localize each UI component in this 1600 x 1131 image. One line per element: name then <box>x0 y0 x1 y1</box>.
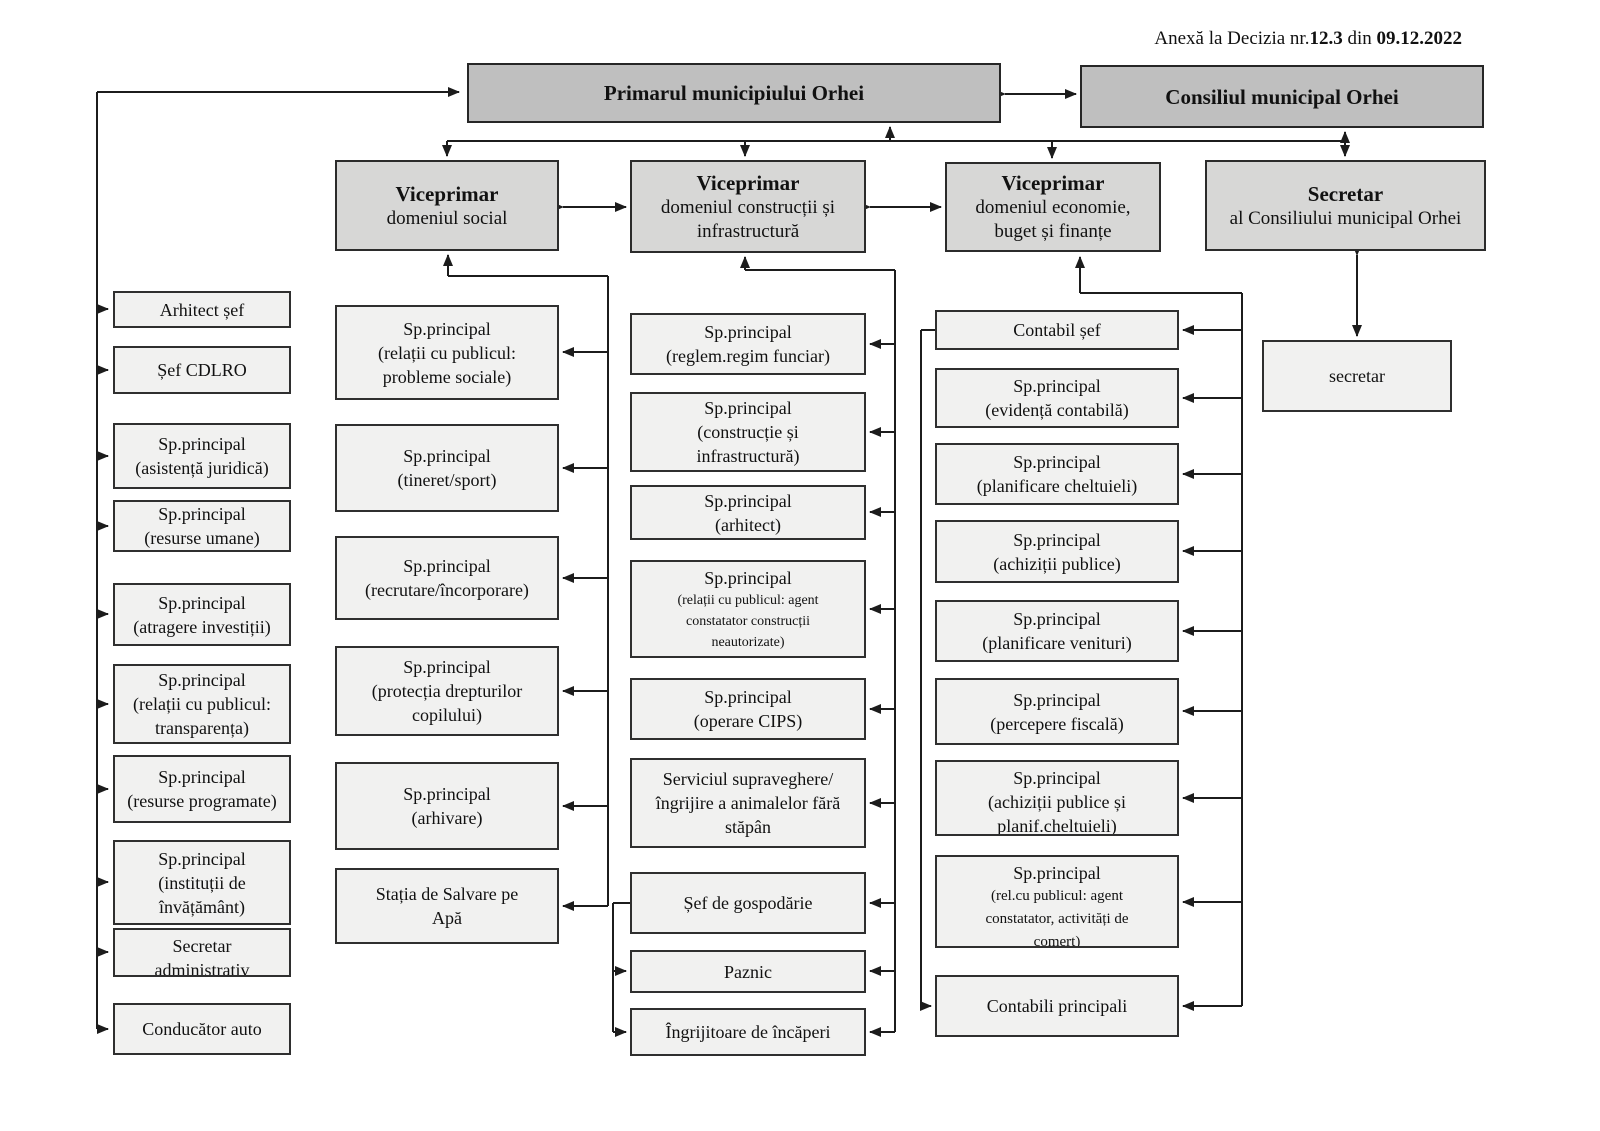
node-sp-constructie-infrastructura: Sp.principal (construcție și infrastruct… <box>630 392 866 472</box>
node-sp-recrutare-incorporare: Sp.principal (recrutare/încorporare) <box>335 536 559 620</box>
node-sp-agent-constatator-constructii: Sp.principal(relații cu publicul: agent … <box>630 560 866 658</box>
node-sp-operare-cips: Sp.principal (operare CIPS) <box>630 678 866 740</box>
node-sp-resurse-umane: Sp.principal (resurse umane) <box>113 500 291 552</box>
annotation: Anexă la Decizia nr.12.3 din 09.12.2022 <box>1154 28 1462 49</box>
node-conducator-auto: Conducător auto <box>113 1003 291 1055</box>
node-contabili-principali: Contabili principali <box>935 975 1179 1037</box>
node-sp-percepere-fiscala: Sp.principal (percepere fiscală) <box>935 678 1179 745</box>
node-secretar-consiliu: Secretar al Consiliului municipal Orhei <box>1205 160 1486 251</box>
node-sp-reglem-regim-funciar: Sp.principal (reglem.regim funciar) <box>630 313 866 375</box>
node-viceprimar-social: Viceprimar domeniul social <box>335 160 559 251</box>
node-sp-asistenta-juridica: Sp.principal (asistență juridică) <box>113 423 291 489</box>
node-sef-cdlro: Șef CDLRO <box>113 346 291 394</box>
node-sp-tineret-sport: Sp.principal (tineret/sport) <box>335 424 559 512</box>
node-statia-salvare-apa: Stația de Salvare pe Apă <box>335 868 559 944</box>
node-viceprimar-economie: Viceprimar domeniul economie, buget și f… <box>945 162 1161 252</box>
node-secretar-administrativ: Secretar administrativ <box>113 928 291 977</box>
node-serviciul-supraveghere-animale: Serviciul supraveghere/ îngrijire a anim… <box>630 758 866 848</box>
node-sp-relatii-publicul-probleme-sociale: Sp.principal (relații cu publicul: probl… <box>335 305 559 400</box>
node-arhitect-sef: Arhitect șef <box>113 291 291 328</box>
node-sp-planificare-venituri: Sp.principal (planificare venituri) <box>935 600 1179 662</box>
node-viceprimar-constructii: Viceprimar domeniul construcții și infra… <box>630 160 866 253</box>
node-sp-atragere-investitii: Sp.principal (atragere investiții) <box>113 583 291 646</box>
node-sp-relatii-publicul-transparenta: Sp.principal (relații cu publicul: trans… <box>113 664 291 744</box>
node-sp-resurse-programate: Sp.principal (resurse programate) <box>113 755 291 823</box>
node-secretar-lower: secretar <box>1262 340 1452 412</box>
node-primar: Primarul municipiului Orhei <box>467 63 1001 123</box>
node-sp-evidenta-contabila: Sp.principal (evidență contabilă) <box>935 368 1179 428</box>
node-contabil-sef: Contabil șef <box>935 310 1179 350</box>
node-paznic: Paznic <box>630 950 866 993</box>
node-sp-institutii-invatamant: Sp.principal (instituții de învățământ) <box>113 840 291 925</box>
node-ingrijitoare-incaperi: Îngrijitoare de încăperi <box>630 1008 866 1056</box>
node-sp-planificare-cheltuieli: Sp.principal (planificare cheltuieli) <box>935 443 1179 505</box>
node-sp-agent-constatator-comert: Sp.principal(rel.cu publicul: agent cons… <box>935 855 1179 948</box>
node-sp-achizitii-planif-cheltuieli: Sp.principal (achiziții publice și plani… <box>935 760 1179 836</box>
node-sp-protectia-drepturilor-copilului: Sp.principal (protecția drepturilor copi… <box>335 646 559 736</box>
node-sp-achizitii-publice: Sp.principal (achiziții publice) <box>935 520 1179 583</box>
node-sef-gospodarie: Șef de gospodărie <box>630 872 866 934</box>
node-sp-arhivare: Sp.principal (arhivare) <box>335 762 559 850</box>
node-sp-arhitect: Sp.principal (arhitect) <box>630 485 866 540</box>
node-consiliu: Consiliul municipal Orhei <box>1080 65 1484 128</box>
